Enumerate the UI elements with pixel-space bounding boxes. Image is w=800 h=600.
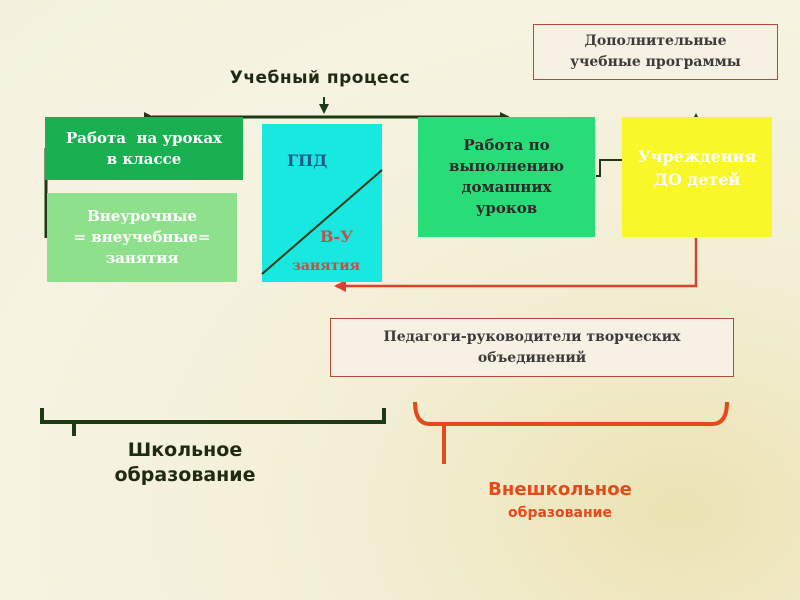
- vu-sub-label: занятия: [292, 258, 360, 274]
- extra-programs-line-2: учебные программы: [570, 54, 741, 70]
- extracurricular-line-1: Внеурочные: [87, 207, 197, 225]
- extracurricular-line-3: занятия: [105, 249, 179, 267]
- homework-box: Работа по выполнению домашних уроков: [418, 117, 595, 237]
- homework-line-3: домашних: [461, 178, 552, 196]
- gpd-label: ГПД: [287, 151, 328, 170]
- outschool-education-line-1: Внешкольное: [488, 479, 632, 500]
- page-title: Учебный процесс: [229, 68, 411, 88]
- homework-line-2: выполнению: [448, 157, 565, 175]
- lessons-line-2: в классе: [106, 149, 182, 168]
- extracurricular-line-2: = внеучебные=: [73, 228, 211, 246]
- extra-programs-line-1: Дополнительные: [584, 33, 727, 49]
- extra-programs-box: Дополнительные учебные программы: [533, 24, 778, 80]
- do-line-2: ДО детей: [653, 170, 741, 189]
- homework-line-4: уроков: [475, 199, 538, 217]
- gpd-diagonal-line: [261, 169, 383, 275]
- vu-label: В-У: [320, 227, 354, 246]
- lessons-box: Работа на уроках в классе: [45, 117, 243, 180]
- do-institutions-box: Учреждения ДО детей: [622, 117, 772, 237]
- outschool-brace: [413, 401, 729, 464]
- school-education-label: Школьное образование: [95, 438, 275, 488]
- lessons-line-1: Работа на уроках: [66, 128, 222, 147]
- homework-line-1: Работа по: [463, 136, 550, 154]
- outschool-education-label: Внешкольное образование: [460, 478, 660, 524]
- school-education-line-1: Школьное: [127, 439, 243, 461]
- do-line-1: Учреждения: [637, 147, 757, 166]
- school-education-line-2: образование: [114, 464, 256, 486]
- do-to-gpd-arrow: [334, 238, 698, 292]
- outschool-education-line-2: образование: [508, 505, 612, 521]
- teachers-box: Педагоги-руководители творческих объедин…: [330, 318, 734, 377]
- school-brace: [40, 408, 386, 436]
- extracurricular-box: Внеурочные = внеучебные= занятия: [47, 193, 237, 282]
